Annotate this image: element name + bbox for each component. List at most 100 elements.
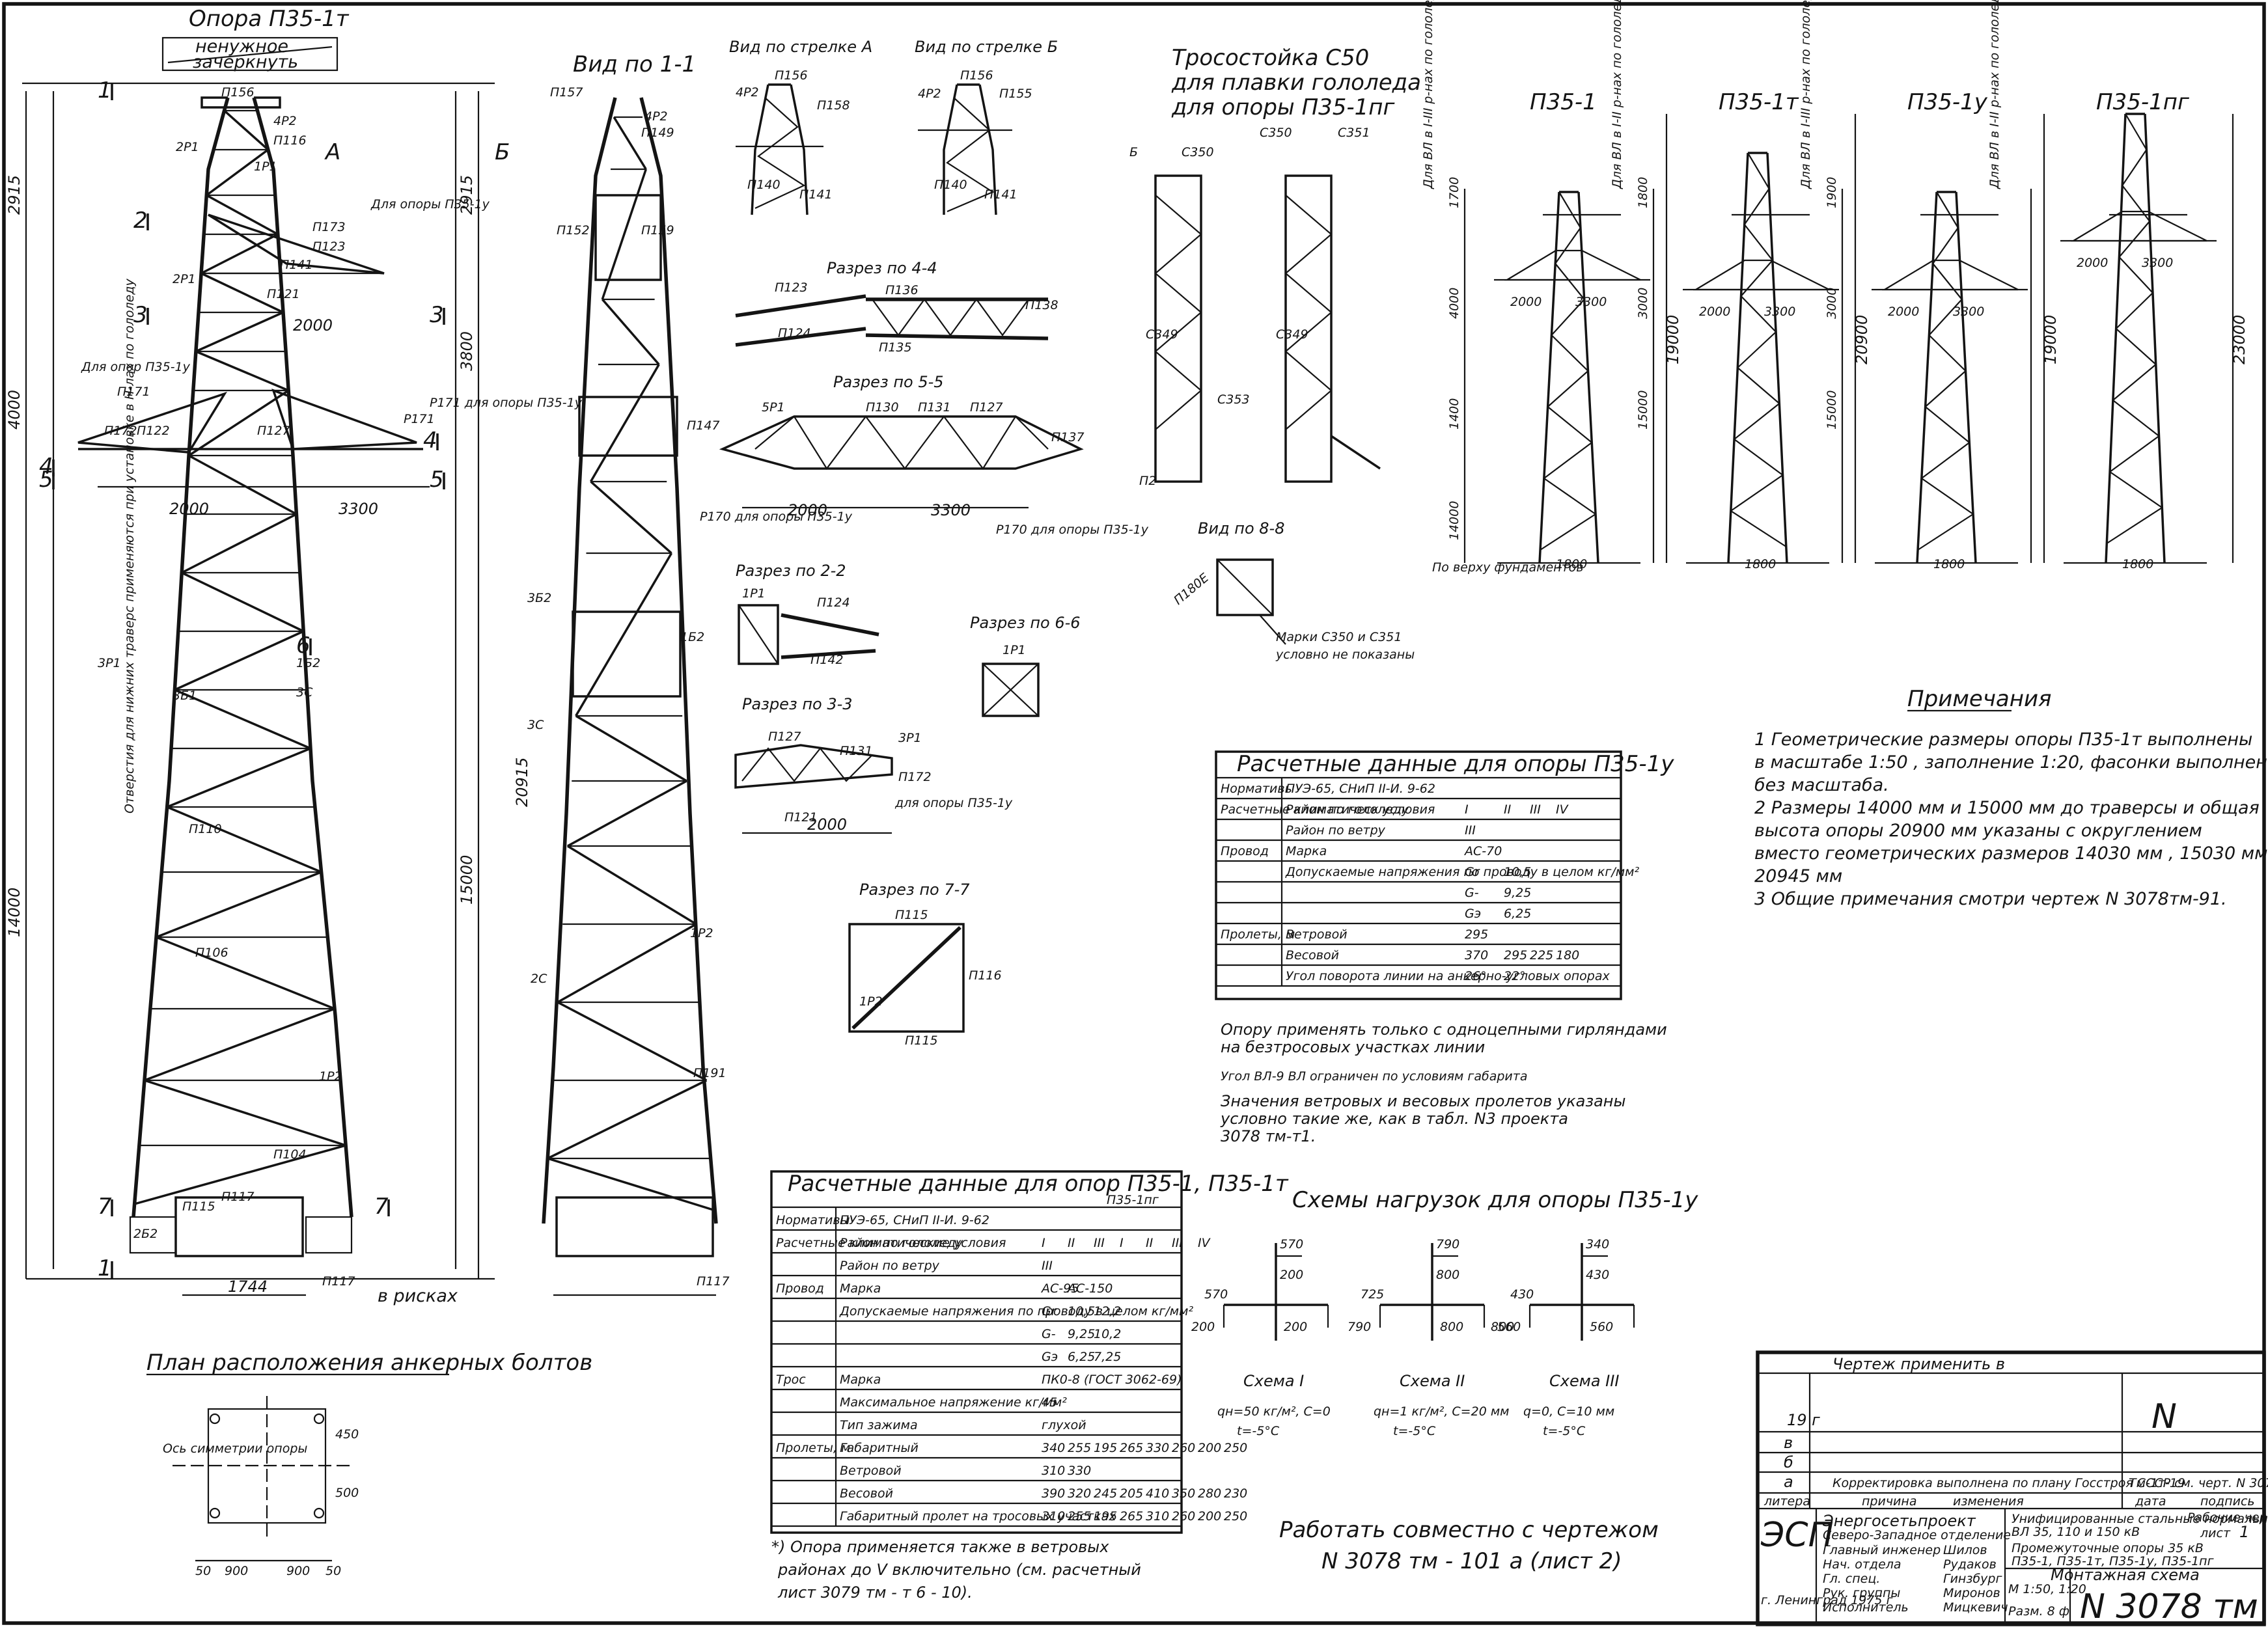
v88-note-1: Марки С350 и С351 [1276, 630, 1402, 644]
tower-main-diagonal [223, 109, 269, 151]
drawing-number: N 3078 тм - 101 а [2080, 1587, 2268, 1626]
table-cell: 390 [1042, 1486, 1065, 1501]
load-schemes-footer-2: N 3078 тм - 101 а (лист 2) [1321, 1548, 1622, 1574]
cable-rack-label: Б [1129, 145, 1138, 159]
table-row: Угол поворота линии на анкерно-угловых о… [1286, 969, 1610, 983]
title-block-frame [1756, 1350, 2266, 1626]
schematic-dim-h: 2000 [1699, 305, 1730, 319]
table-cell: 280 [1198, 1486, 1221, 1501]
load-scheme-value: 560 [1590, 1320, 1613, 1334]
title-block-col-head: подпись [2200, 1494, 2255, 1509]
table-1u-title: Расчетные данные для опоры П35-1у [1237, 751, 1674, 777]
crossed-label-box [161, 36, 339, 72]
notes-line: 20945 мм [1754, 866, 1842, 886]
section-5-5-part-label: 5Р1 [762, 400, 785, 415]
section-4-4-part-label: П136 [885, 283, 919, 297]
table-cell: Марка [840, 1281, 881, 1296]
tower-main-peak-cap [201, 96, 281, 109]
table-main-title: Расчетные данные для опор П35-1, П35-1т [788, 1171, 1289, 1197]
cable-rack-elevation-a [1154, 174, 1202, 483]
schematic-diagonal [1734, 403, 1780, 440]
view-1-1-title: Вид по 1-1 [573, 51, 696, 77]
callout-p35-1u: Для опор П35-1у [81, 360, 191, 374]
tower-main-part-label: П156 [221, 85, 255, 100]
schematic-diagonal [1936, 191, 1959, 228]
notes-line: высота опоры 20900 мм указаны с округлен… [1754, 821, 2202, 841]
table-cell: 10,5 [1068, 1304, 1095, 1319]
view-a-title: Вид по стрелке А [729, 38, 872, 56]
table-cell: Нормативы [776, 1213, 850, 1227]
v88-part-label: П180Е [1171, 571, 1211, 608]
table-cell: III [1465, 823, 1476, 838]
view-1-1-diagonal [590, 480, 672, 554]
table-cell: 200 [1198, 1441, 1221, 1455]
table-p35-1u: Расчетные данные для опоры П35-1у Нормат… [1215, 750, 1674, 1145]
sheet-label: Рабочие чертежи [2187, 1511, 2268, 1525]
table-1u-note-3: Значения ветровых и весовых пролетов ука… [1221, 1092, 1625, 1110]
anchor-bolt [209, 1507, 221, 1519]
schematic-title: П35-1пг [2096, 89, 2190, 115]
tower-main-title: Опора П35-1т [189, 6, 350, 32]
tower-main-base-shoe-left [129, 1216, 177, 1254]
tower-main-part-label: 2Б2 [133, 1227, 158, 1241]
view-1-1-diagonal [557, 1001, 708, 1082]
section-marker: 7 [374, 1194, 389, 1220]
cable-rack-lattice-b [1284, 195, 1333, 430]
table-main-frame [770, 1170, 1183, 1534]
anchor-bolt [209, 1413, 221, 1425]
schematic-diagonal [2112, 364, 2157, 401]
load-scheme-value: 200 [1280, 1268, 1303, 1282]
dim-2915-left: 2915 [5, 175, 23, 215]
dim-4000: 4000 [5, 390, 23, 430]
tower-main-part-label: П116 [273, 133, 307, 148]
view-a-right-leg [790, 84, 809, 215]
section-2-2-part-label: П124 [817, 595, 850, 610]
view-1-1-part-label: П159 [641, 223, 674, 238]
s55-callout-right: Р170 для опоры П35-1у [996, 523, 1149, 537]
view-1-1-bracing [547, 116, 716, 1212]
table-row: Допускаемые напряжения по проводу в цело… [839, 1304, 1193, 1319]
schematic-right-leg [1766, 152, 1788, 564]
section-3-3-part-label: П121 [784, 810, 818, 825]
view-1-1-diagonal [589, 364, 660, 482]
table-cell: Провод [1221, 844, 1269, 858]
anchor-plan-dim: 50 [195, 1564, 211, 1578]
tower-main-dim-2000: 2000 [169, 500, 209, 518]
table-cell: 410 [1146, 1486, 1169, 1501]
load-scheme-value: 560 [1497, 1320, 1521, 1334]
s44-chord-lower-right [865, 333, 1049, 340]
table-cell: III [1094, 1236, 1105, 1250]
view-1-1-diagonal [575, 553, 673, 717]
tower-main-part-label: П141 [280, 258, 313, 272]
table-cell: Пролеты, м [776, 1441, 850, 1455]
table-cell: 350 [1172, 1486, 1195, 1501]
view-1-1-traverse-panel [578, 396, 678, 457]
table-1u-note-1: Опору применять только с одноцепными гир… [1221, 1020, 1667, 1039]
schematic-diagonal [1551, 299, 1585, 336]
tower-main-base-shoe-right [305, 1216, 353, 1254]
s22-frame [738, 604, 779, 665]
title-block-col-head: изменения [1953, 1494, 2024, 1509]
section-5-5-part-label: П131 [918, 400, 951, 415]
title-block-col-head: причина [1862, 1494, 1916, 1509]
role-label: Исполнитель [1823, 1600, 1909, 1615]
cable-rack-label: С350 [1260, 126, 1292, 140]
view-1-1-part-label: П152 [557, 223, 590, 238]
view-1-1-diagonal [601, 298, 660, 366]
schematic-arm [1693, 259, 1830, 291]
section-5-5: Разрез по 5-5 2000 3300 Р170 для опоры П… [700, 373, 1149, 537]
schematic-dim-h: 3300 [1764, 305, 1795, 319]
view-1-1-left-leg [542, 97, 617, 1224]
table-cell: Расчетные климатические условия [776, 1236, 1006, 1250]
notes-lines: 1 Геометрические размеры опоры П35-1т вы… [1754, 730, 2268, 909]
schematic-dim-v: 1400 [1447, 398, 1461, 430]
